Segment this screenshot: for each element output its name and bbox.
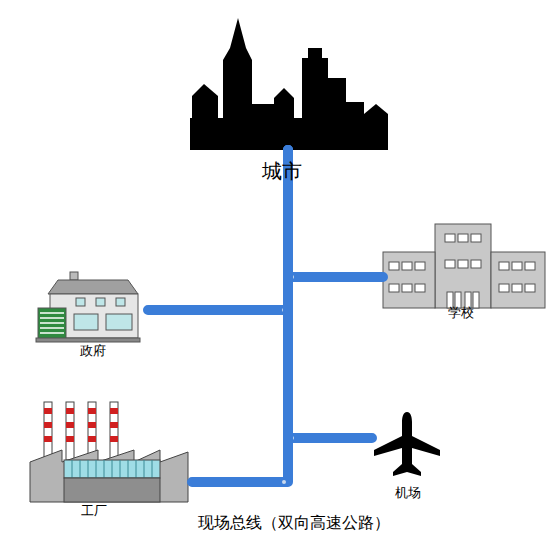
factory-node: 工厂 (28, 398, 192, 504)
node-label: 机场 (395, 486, 421, 500)
airport-node: 机场 (372, 408, 442, 504)
node-label: 工厂 (81, 504, 107, 518)
bus-connector (192, 150, 288, 482)
bus-caption: 现场总线（双向高速公路） (198, 514, 390, 532)
bus-connector (288, 150, 383, 277)
junction-mark (282, 480, 286, 484)
node-label: 学校 (448, 306, 474, 320)
government-building (36, 272, 140, 342)
node-label: 城市 (262, 160, 302, 182)
city-skyline (190, 18, 388, 150)
government-node: 政府 (36, 270, 148, 362)
school-building (383, 224, 545, 308)
school-node: 学校 (383, 222, 546, 318)
bus-connector (288, 150, 372, 438)
city-node: 城市 (190, 18, 390, 150)
airplane-symbol (374, 412, 440, 476)
node-label: 政府 (80, 344, 106, 358)
factory-building (30, 402, 188, 502)
